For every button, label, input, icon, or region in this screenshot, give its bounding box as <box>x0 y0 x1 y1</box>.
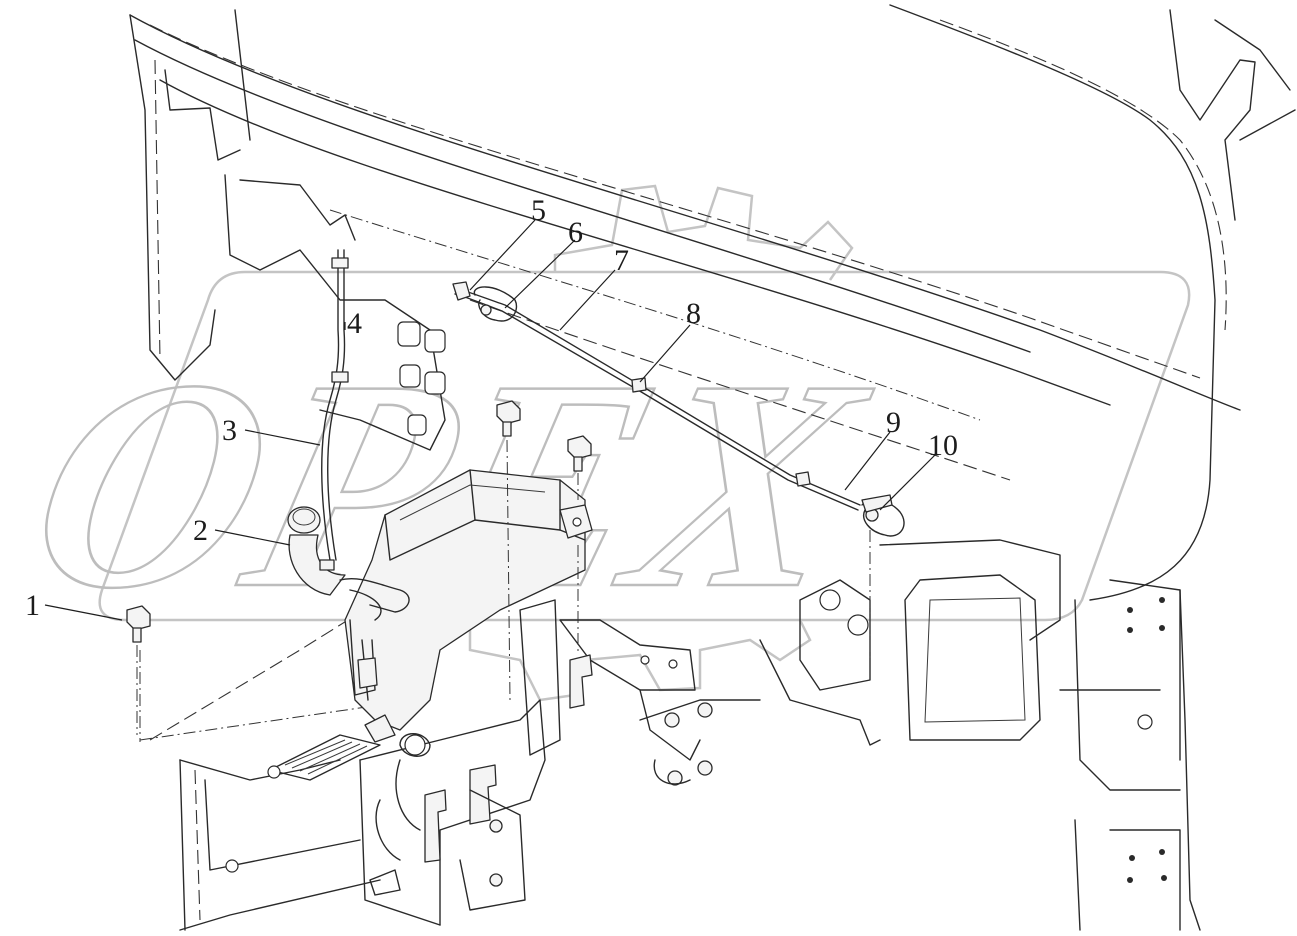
callout-leaders <box>44 219 936 621</box>
callout-5: 5 <box>531 194 546 227</box>
watermark-gear <box>553 184 854 281</box>
bolt-tank <box>567 435 592 655</box>
callout-labels: 1 2 3 4 5 6 7 8 9 10 <box>25 194 958 622</box>
callout-6: 6 <box>568 216 583 249</box>
watermark-frame <box>98 270 1191 622</box>
bolt-upper <box>496 400 521 701</box>
bolt-1 <box>126 605 151 735</box>
callout-4: 4 <box>347 307 362 340</box>
callout-2: 2 <box>193 514 208 547</box>
bolts <box>126 400 592 735</box>
lower-frame <box>179 599 713 931</box>
callout-7: 7 <box>614 244 629 277</box>
callout-3: 3 <box>222 414 237 447</box>
watermark: OPEX <box>2 184 1191 702</box>
washer-hose-assembly <box>452 281 905 660</box>
callout-1: 1 <box>25 589 40 622</box>
callout-10: 10 <box>928 429 958 462</box>
cab-frame <box>129 4 1296 931</box>
callout-8: 8 <box>686 297 701 330</box>
callout-9: 9 <box>886 406 901 439</box>
washer-reservoir <box>287 249 593 743</box>
